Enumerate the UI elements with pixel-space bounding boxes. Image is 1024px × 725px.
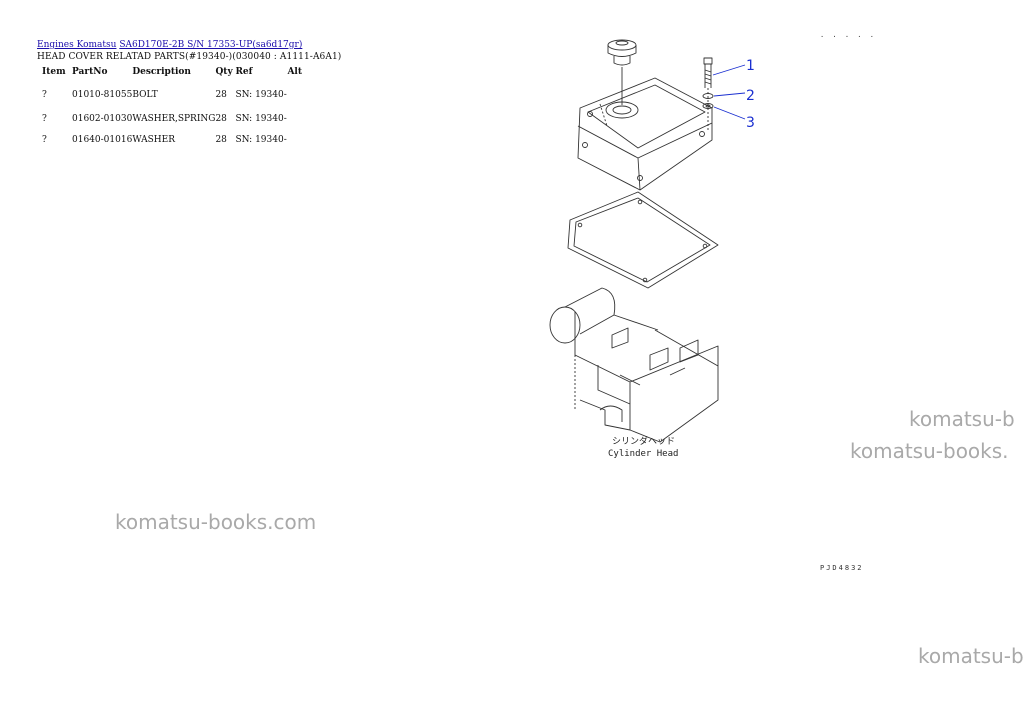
drawing-code: PJD4832 [820, 564, 864, 572]
row-part-no: 01602-01030 [72, 114, 133, 124]
breadcrumb-link-engines[interactable]: Engines Komatsu [37, 40, 117, 50]
header-alt: Alt [287, 67, 303, 77]
table-row: ? 01602-01030 WASHER,SPRING 28 SN: 19340… [37, 104, 317, 125]
watermark-text: komatsu-books. [850, 439, 1009, 463]
header-description: Description [132, 67, 191, 77]
bolt-drawing [703, 57, 713, 130]
label-cylinder-head-en: Cylinder Head [608, 449, 678, 459]
row-qty: 28 [215, 114, 227, 124]
breadcrumb-link-model[interactable]: SA6D170E-2B S/N 17353-UP(sa6d17gr) [119, 40, 303, 50]
row-description: WASHER [132, 135, 175, 145]
header-partno: PartNo [72, 67, 108, 77]
callout-3: 3 [746, 115, 755, 131]
callout-1: 1 [746, 58, 755, 74]
parts-diagram: 1 2 3 シリンダヘッド Cylinder Head [549, 39, 755, 459]
row-qty: 28 [215, 135, 227, 145]
watermark-text: komatsu-b [918, 644, 1024, 668]
header-qty: Qty [215, 67, 233, 77]
row-item: ? [42, 135, 47, 145]
header-item: Item [42, 67, 66, 77]
watermark-text: komatsu-b [909, 407, 1015, 431]
breadcrumb: Engines Komatsu SA6D170E-2B S/N 17353-UP… [37, 40, 302, 51]
row-description: WASHER,SPRING [132, 114, 216, 124]
table-header-row: Item PartNo Description Qty Ref Alt [37, 65, 317, 80]
row-description: BOLT [132, 90, 158, 100]
parts-table: Item PartNo Description Qty Ref Alt ? 01… [37, 65, 317, 146]
row-alt [287, 104, 317, 125]
cylinder-head-drawing [549, 287, 719, 443]
row-part-no: 01640-01016 [72, 135, 133, 145]
head-cover-drawing [577, 77, 713, 191]
row-qty: 28 [215, 90, 227, 100]
diagram-top-code: · · · · · [820, 33, 876, 41]
washer-drawing [702, 103, 714, 109]
row-part-no: 01010-81055 [72, 90, 133, 100]
table-row: ? 01640-01016 WASHER 28 SN: 19340- [37, 125, 317, 146]
row-alt [287, 80, 317, 104]
breather-cap-drawing [607, 39, 637, 105]
page-title: HEAD COVER RELATAD PARTS(#19340-)(030040… [37, 52, 342, 62]
row-item: ? [42, 90, 47, 100]
spring-washer-drawing [702, 93, 714, 99]
row-alt [287, 125, 317, 146]
label-cylinder-head-jp: シリンダヘッド [612, 435, 675, 447]
row-item: ? [42, 114, 47, 124]
watermark-text: komatsu-books.com [115, 510, 317, 534]
callout-2: 2 [746, 88, 755, 104]
row-ref: SN: 19340- [235, 114, 287, 124]
table-row: ? 01010-81055 BOLT 28 SN: 19340- [37, 80, 317, 104]
gasket-drawing [567, 191, 719, 289]
header-ref: Ref [235, 67, 253, 77]
row-ref: SN: 19340- [235, 135, 287, 145]
row-ref: SN: 19340- [235, 90, 287, 100]
